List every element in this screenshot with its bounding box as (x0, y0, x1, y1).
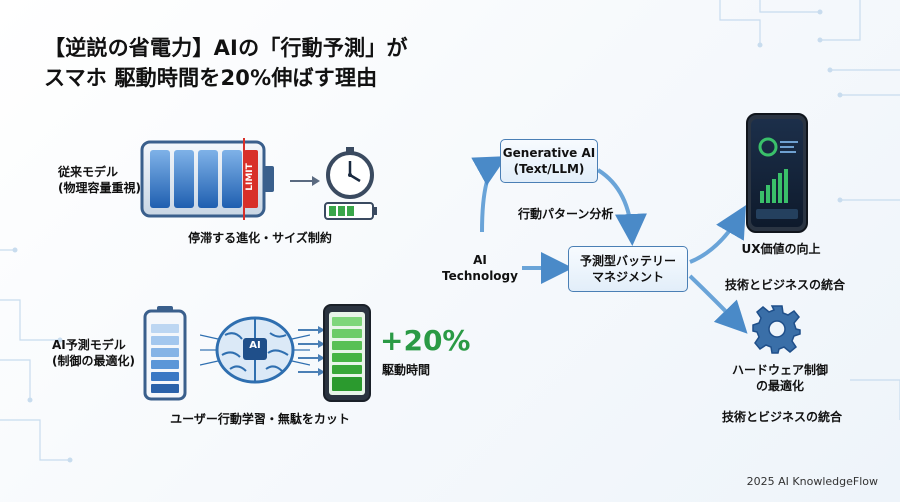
green-battery-icon (323, 304, 371, 402)
ai-brain-icon (200, 316, 310, 384)
pattern-analysis-label: 行動パターン分析 (518, 207, 614, 221)
conventional-label-line1: 従来モデル (58, 165, 119, 179)
ai-model-caption: ユーザー行動学習・無駄をカット (170, 412, 350, 426)
title-line-2: スマホ 駆動時間を20%伸ばす理由 (44, 66, 378, 90)
conventional-model-label: 従来モデル (物理容量重視) (58, 164, 141, 196)
hw-label-line1: ハードウェア制御 (731, 363, 828, 377)
ai-model-label: AI予測モデル (制御の最適化) (52, 337, 135, 369)
ai-tech-line2: Technology (442, 269, 518, 283)
battery-management-box: 予測型バッテリー マネジメント (568, 246, 688, 292)
conventional-label-line2: (物理容量重視) (58, 181, 141, 195)
gain-caption: 駆動時間 (382, 363, 431, 377)
gain-percent: +20% (380, 324, 471, 357)
genai-line2: (Text/LLM) (513, 162, 585, 176)
conventional-caption: 停滞する進化・サイズ制約 (188, 231, 332, 245)
clock-icon (326, 147, 374, 199)
conventional-battery-icon (140, 138, 274, 220)
hardware-control-label: ハードウェア制御 の最適化 (720, 362, 840, 394)
ai-model-label-line1: AI予測モデル (52, 338, 126, 352)
gear-icon (752, 305, 801, 354)
hardware-sub-label: 技術とビジネスの統合 (721, 410, 842, 424)
page-title: 【逆説の省電力】AIの「行動予測」が スマホ 駆動時間を20%伸ばす理由 (44, 33, 408, 93)
ux-sub-label: 技術とビジネスの統合 (724, 278, 845, 292)
battery-mgmt-line1: 予測型バッテリー (579, 254, 676, 268)
small-battery-icon (324, 202, 377, 220)
hw-label-line2: の最適化 (755, 379, 804, 393)
genai-line1: Generative AI (502, 146, 596, 160)
title-line-1: 【逆説の省電力】AIの「行動予測」が (44, 36, 408, 60)
arrow-right-icon (290, 176, 320, 186)
battery-mgmt-line2: マネジメント (591, 270, 664, 284)
ai-chip-label: AI (249, 340, 261, 351)
ai-model-label-line2: (制御の最適化) (52, 354, 135, 368)
footer-credit: 2025 AI KnowledgeFlow (746, 475, 878, 488)
flow-arrows-icon (298, 326, 325, 376)
generative-ai-box: Generative AI (Text/LLM) (500, 139, 598, 183)
smartphone-icon (746, 113, 808, 233)
ux-value-label: UX価値の向上 (741, 242, 821, 256)
ai-tech-line1: AI (473, 253, 487, 267)
ai-technology-label: AI Technology (440, 252, 520, 284)
ai-battery-icon (143, 306, 187, 401)
